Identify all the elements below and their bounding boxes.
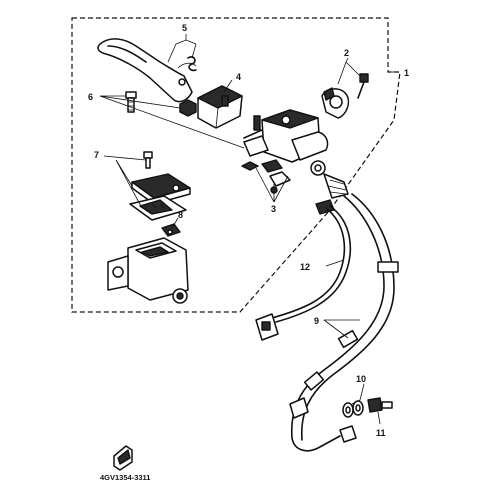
part-code-label: 4GV1354-3311 (100, 473, 150, 482)
leader-lines (99, 34, 396, 425)
master-cylinder-upper[interactable] (243, 109, 329, 176)
pivot-nut[interactable] (179, 99, 197, 117)
brake-light-switch-wire[interactable] (255, 199, 352, 341)
mounting-bolt-group[interactable] (241, 135, 291, 194)
callout-3: 3 (271, 204, 276, 214)
callout-5: 5 (182, 23, 187, 33)
callout-2: 2 (344, 48, 349, 58)
diaphragm-plate[interactable] (161, 223, 181, 237)
brake-hose[interactable] (289, 173, 399, 452)
callout-11: 11 (376, 428, 386, 438)
handlebar-clamp[interactable] (321, 87, 350, 119)
cap-screw[interactable] (143, 151, 153, 169)
callout-12: 12 (300, 262, 310, 272)
lever-spring-clip[interactable] (187, 56, 197, 72)
reservoir-cap[interactable] (131, 173, 191, 205)
callout-9: 9 (314, 316, 319, 326)
parts-code-icon (113, 445, 133, 471)
callout-4: 4 (236, 72, 241, 82)
callout-1: 1 (404, 68, 409, 78)
callout-8: 8 (178, 210, 183, 220)
crush-washers[interactable] (342, 400, 364, 418)
master-cylinder-body[interactable] (107, 237, 189, 304)
callout-7: 7 (94, 150, 99, 160)
pivot-bolt[interactable] (125, 91, 137, 113)
clamp-screw[interactable] (357, 73, 369, 99)
callout-10: 10 (356, 374, 366, 384)
lever-holder[interactable] (197, 85, 243, 129)
assembly-boundary (71, 17, 401, 313)
union-bolt[interactable] (367, 397, 393, 413)
reservoir-diaphragm[interactable] (129, 195, 187, 221)
callout-6: 6 (88, 92, 93, 102)
brake-lever[interactable] (97, 38, 197, 103)
